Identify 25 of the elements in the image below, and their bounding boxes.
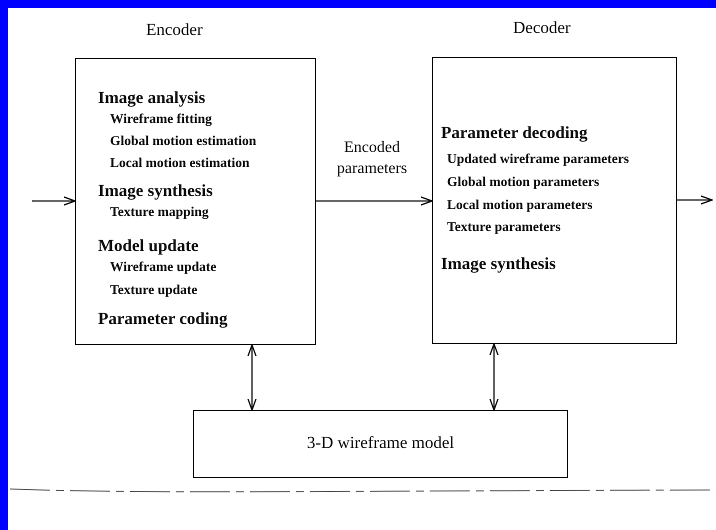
- list-item: Local motion estimation: [110, 156, 250, 171]
- arrow: [677, 195, 713, 205]
- heading: Decoder: [513, 19, 571, 38]
- arrow: [316, 196, 433, 206]
- list-item: Texture mapping: [110, 205, 209, 220]
- arrow: [489, 343, 499, 411]
- list-item: Texture update: [110, 283, 198, 298]
- arrow: [247, 344, 257, 411]
- section-heading: Image synthesis: [441, 255, 556, 274]
- list-item: Updated wireframe parameters: [447, 152, 629, 167]
- section-heading: Image synthesis: [98, 182, 213, 201]
- list-item: Local motion parameters: [447, 198, 592, 213]
- list-item: Global motion estimation: [110, 134, 256, 149]
- model-box: [193, 410, 568, 478]
- section-heading: Parameter decoding: [441, 124, 588, 143]
- heading: Encoder: [146, 21, 203, 40]
- section-heading: Image analysis: [98, 89, 206, 108]
- section-heading: Model update: [98, 237, 199, 256]
- arrow: [32, 196, 76, 206]
- list-item: Global motion parameters: [447, 175, 600, 190]
- section-heading: Parameter coding: [98, 310, 228, 329]
- list-item: Wireframe fitting: [110, 112, 212, 127]
- list-item: Wireframe update: [110, 260, 216, 275]
- list-item: Texture parameters: [447, 220, 561, 235]
- box-label: 3-D wireframe model: [306, 434, 456, 453]
